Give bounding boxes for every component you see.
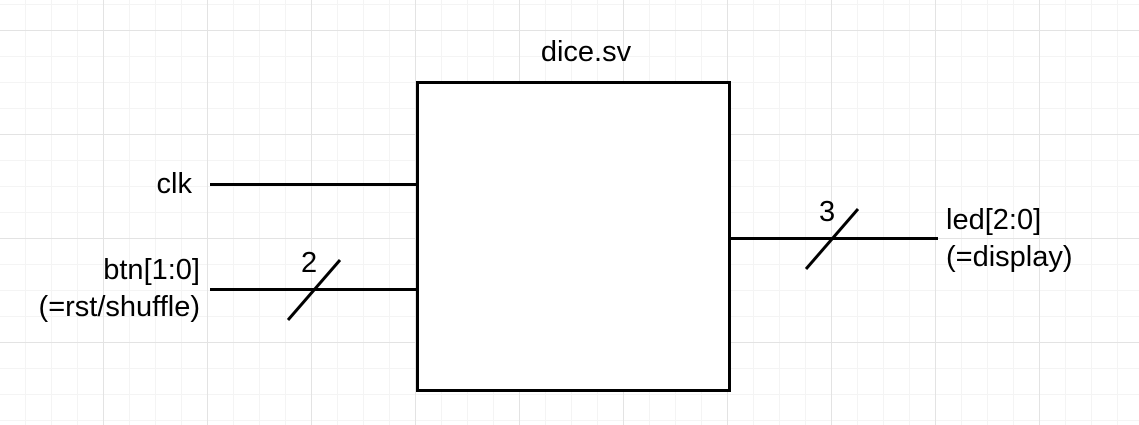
module-title: dice.sv xyxy=(540,36,632,68)
module-box[interactable] xyxy=(416,81,731,392)
port-label-led-name: led[2:0] xyxy=(946,204,1042,236)
bus-width-label-led: 3 xyxy=(819,196,836,228)
bus-width-label-btn: 2 xyxy=(301,247,318,279)
bus-slash-btn-icon xyxy=(286,259,342,321)
port-label-led: led[2:0] (=display) xyxy=(946,202,1139,276)
port-label-btn-name: btn[1:0] xyxy=(103,254,200,286)
port-label-clk: clk xyxy=(156,168,192,200)
port-label-led-sublabel: (=display) xyxy=(946,241,1073,273)
bus-slash-led-icon xyxy=(804,208,860,270)
port-label-btn: btn[1:0] (=rst/shuffle) xyxy=(0,252,200,326)
port-label-btn-sublabel: (=rst/shuffle) xyxy=(38,291,200,323)
